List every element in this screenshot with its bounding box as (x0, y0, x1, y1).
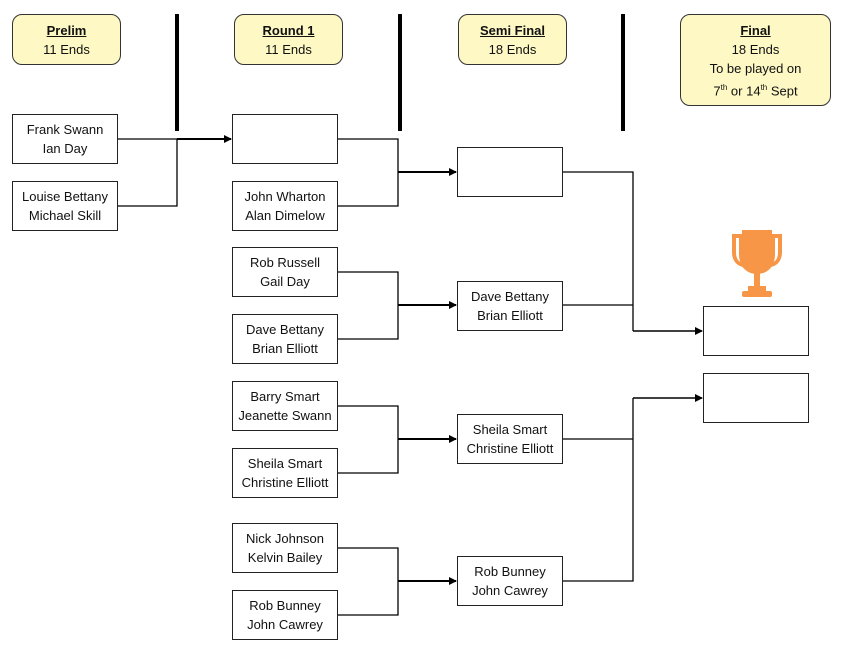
semi-slot (457, 147, 563, 197)
player: Sheila Smart (247, 456, 323, 471)
player: John Cawrey (247, 617, 323, 632)
player: Rob Russell (249, 255, 321, 270)
player: Jeanette Swann (238, 408, 332, 423)
player: Christine Elliott (241, 475, 329, 490)
round1-slot (232, 114, 338, 164)
player: Brian Elliott (252, 341, 318, 356)
trophy-icon (732, 230, 782, 297)
final-slot (703, 373, 809, 423)
round-divider (175, 14, 179, 131)
player: Dave Bettany (470, 289, 550, 304)
player: Christine Elliott (466, 441, 554, 456)
player: Louise Bettany (21, 189, 108, 204)
header-round1: Round 1 11 Ends (234, 14, 343, 65)
player: Sheila Smart (472, 422, 548, 437)
header-final-ends: 18 Ends (731, 42, 780, 57)
header-round1-title: Round 1 (262, 23, 315, 38)
player: Michael Skill (28, 208, 102, 223)
round-divider (621, 14, 625, 131)
header-prelim-title: Prelim (46, 23, 87, 38)
header-prelim-ends: 11 Ends (43, 42, 90, 57)
player: Frank Swann (26, 122, 104, 137)
player: Nick Johnson (245, 531, 325, 546)
player: John Cawrey (472, 583, 548, 598)
player: Ian Day (42, 141, 88, 156)
header-final-date: 7th or 14th Sept (713, 83, 798, 99)
header-final: Final 18 Ends To be played on 7th or 14t… (680, 14, 831, 106)
player: John Wharton (244, 189, 326, 204)
header-semi-title: Semi Final (479, 23, 546, 38)
round-divider (398, 14, 402, 131)
player: Barry Smart (250, 389, 320, 404)
header-final-title: Final (740, 23, 771, 38)
header-final-note: To be played on (709, 61, 802, 76)
player: Alan Dimelow (245, 208, 325, 223)
player: Gail Day (260, 274, 310, 289)
player: Rob Bunney (474, 564, 546, 579)
player: Brian Elliott (477, 308, 543, 323)
player: Dave Bettany (245, 322, 325, 337)
header-semi-ends: 18 Ends (488, 42, 537, 57)
player: Kelvin Bailey (247, 550, 323, 565)
header-prelim: Prelim 11 Ends (12, 14, 121, 65)
final-slot (703, 306, 809, 356)
header-round1-ends: 11 Ends (265, 42, 312, 57)
player: Rob Bunney (249, 598, 321, 613)
header-semi: Semi Final 18 Ends (458, 14, 567, 65)
